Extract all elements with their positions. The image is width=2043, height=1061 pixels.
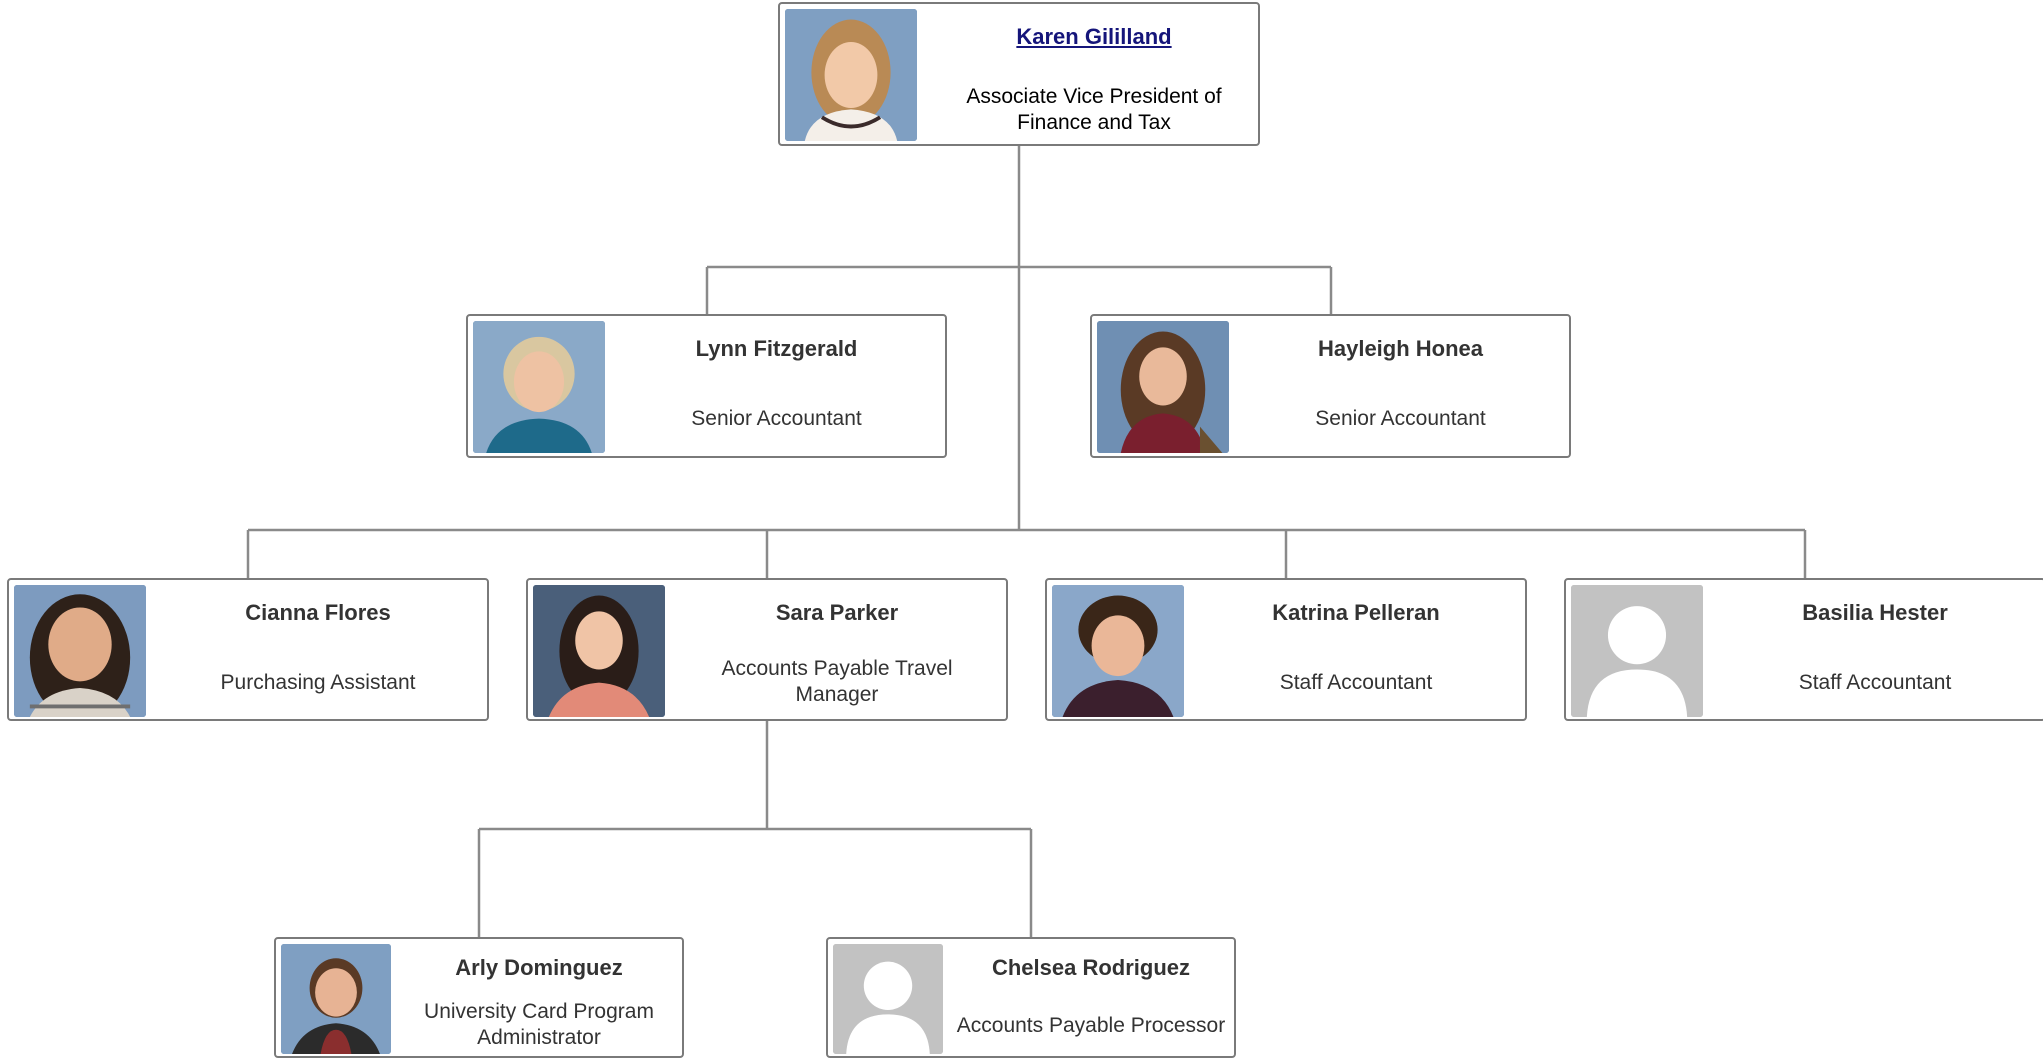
job-title: Purchasing Assistant bbox=[220, 671, 416, 694]
org-card-hayleigh-honea[interactable]: Hayleigh Honea Senior Accountant bbox=[1090, 314, 1571, 458]
job-title: Staff Accountant bbox=[1279, 671, 1433, 694]
job-title: Associate Vice President of Finance and … bbox=[966, 85, 1222, 134]
job-title: Staff Accountant bbox=[1798, 671, 1952, 694]
portrait-photo bbox=[785, 9, 917, 141]
portrait-photo bbox=[14, 585, 146, 717]
portrait-photo bbox=[1097, 321, 1229, 453]
portrait-photo bbox=[281, 944, 391, 1054]
person-name: Chelsea Rodriguez bbox=[991, 955, 1191, 980]
org-card-cianna-flores[interactable]: Cianna Flores Purchasing Assistant bbox=[7, 578, 489, 721]
person-name: Lynn Fitzgerald bbox=[695, 336, 858, 361]
job-title: Accounts Payable Travel Manager bbox=[721, 657, 953, 706]
person-name: Hayleigh Honea bbox=[1317, 336, 1484, 361]
job-title: University Card Program Administrator bbox=[424, 1000, 654, 1049]
org-card-chelsea-rodriguez[interactable]: Chelsea Rodriguez Accounts Payable Proce… bbox=[826, 937, 1236, 1058]
placeholder-avatar-icon bbox=[1571, 585, 1703, 717]
person-name: Cianna Flores bbox=[245, 600, 391, 625]
job-title: Senior Accountant bbox=[691, 407, 862, 430]
org-card-arly-dominguez[interactable]: Arly Dominguez University Card Program A… bbox=[274, 937, 684, 1058]
job-title: Senior Accountant bbox=[1315, 407, 1486, 430]
person-name: Basilia Hester bbox=[1802, 600, 1948, 625]
person-name: Katrina Pelleran bbox=[1272, 600, 1440, 625]
portrait-photo bbox=[1052, 585, 1184, 717]
portrait-photo bbox=[473, 321, 605, 453]
job-title: Accounts Payable Processor bbox=[956, 1014, 1226, 1037]
portrait-photo bbox=[533, 585, 665, 717]
person-name: Sara Parker bbox=[775, 600, 899, 625]
org-card-karen-gililland[interactable]: Karen Gililland Associate Vice President… bbox=[778, 2, 1260, 146]
placeholder-avatar-icon bbox=[833, 944, 943, 1054]
org-card-katrina-pelleran[interactable]: Katrina Pelleran Staff Accountant bbox=[1045, 578, 1527, 721]
org-card-lynn-fitzgerald[interactable]: Lynn Fitzgerald Senior Accountant bbox=[466, 314, 947, 458]
org-card-basilia-hester[interactable]: Basilia Hester Staff Accountant bbox=[1564, 578, 2043, 721]
person-name: Arly Dominguez bbox=[455, 955, 623, 980]
person-name-link[interactable]: Karen Gililland bbox=[1016, 24, 1172, 49]
org-card-sara-parker[interactable]: Sara Parker Accounts Payable Travel Mana… bbox=[526, 578, 1008, 721]
